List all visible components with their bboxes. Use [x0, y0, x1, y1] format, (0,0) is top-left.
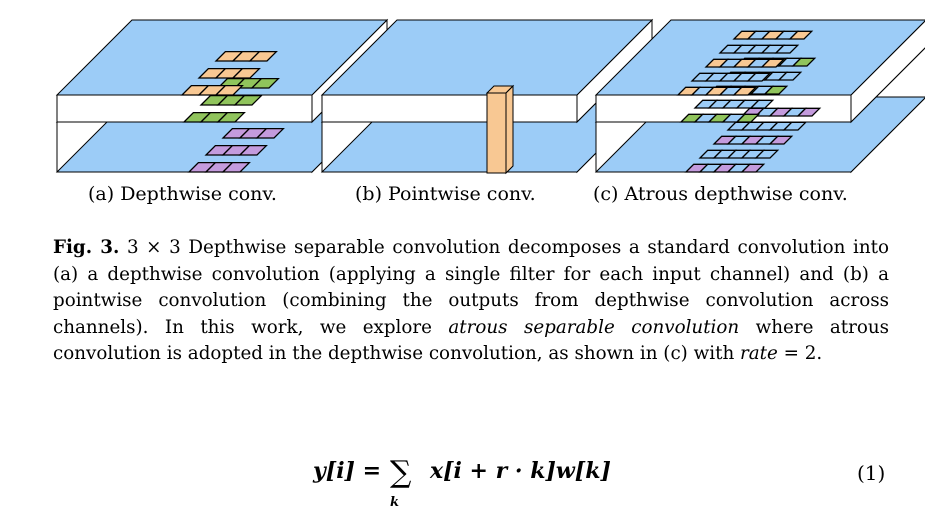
orange-kernel-cell	[248, 51, 278, 62]
atrous-orange-kernel-cell	[774, 44, 800, 54]
pointwise-column	[486, 92, 507, 174]
equation-rhs: x[i + r · k]w[k]	[430, 458, 611, 484]
orange-kernel-cell	[231, 68, 261, 79]
purple-kernel-cell	[238, 144, 268, 156]
subcaption-pointwise: (b) Pointwise conv.	[355, 183, 536, 205]
atrous-purple-kernel-cell	[740, 163, 766, 173]
pointwise-column-side	[505, 84, 514, 175]
atrous-orange-kernel-cell	[732, 86, 758, 96]
atrous-orange-kernel-cell	[760, 58, 786, 68]
atrous-orange-kernel-cell	[746, 72, 772, 82]
subcaption-atrous: (c) Atrous depthwise conv.	[593, 183, 848, 205]
panel-b-top-front	[321, 94, 578, 123]
figure-caption: Fig. 3. 3 × 3 Depthwise separable convol…	[53, 235, 889, 368]
caption-text-2: where atrous convolution is adopted in t…	[53, 316, 890, 365]
purple-kernel-cell	[255, 127, 285, 139]
convolution-figure	[55, 18, 925, 175]
caption-text-1: 3 × 3 Depthwise separable convolution de…	[53, 237, 889, 338]
panel-c-top-plane	[594, 19, 925, 96]
equation-number: (1)	[857, 461, 886, 485]
green-kernel-cell	[216, 112, 246, 123]
caption-text-3: = 2.	[777, 343, 823, 364]
atrous-green-kernel-cell	[763, 85, 789, 95]
atrous-purple-kernel-cell	[754, 149, 780, 159]
atrous-green-kernel-cell	[777, 71, 803, 81]
atrous-green-kernel-cell	[749, 99, 775, 109]
atrous-purple-kernel-cell	[782, 121, 808, 131]
green-kernel-cell	[233, 95, 263, 106]
atrous-orange-kernel-cell	[788, 30, 814, 40]
panel-a-top-front	[56, 94, 313, 123]
green-kernel-cell	[250, 78, 280, 89]
atrous-purple-kernel-cell	[768, 135, 794, 145]
atrous-purple-kernel-cell	[796, 107, 822, 117]
orange-kernel-cell	[214, 85, 244, 96]
purple-kernel-cell	[221, 161, 251, 173]
subcaption-depthwise: (a) Depthwise conv.	[88, 183, 277, 205]
caption-italic-term: atrous separable convolution	[448, 316, 740, 338]
atrous-green-kernel-cell	[735, 113, 761, 123]
equation-lhs: y[i] =	[313, 458, 382, 484]
caption-italic-rate: rate	[740, 343, 778, 364]
equation-sum-index: k	[390, 495, 400, 510]
atrous-green-kernel-cell	[791, 57, 817, 67]
caption-label: Fig. 3.	[53, 237, 120, 258]
equation-sum-symbol: ∑	[390, 455, 412, 490]
